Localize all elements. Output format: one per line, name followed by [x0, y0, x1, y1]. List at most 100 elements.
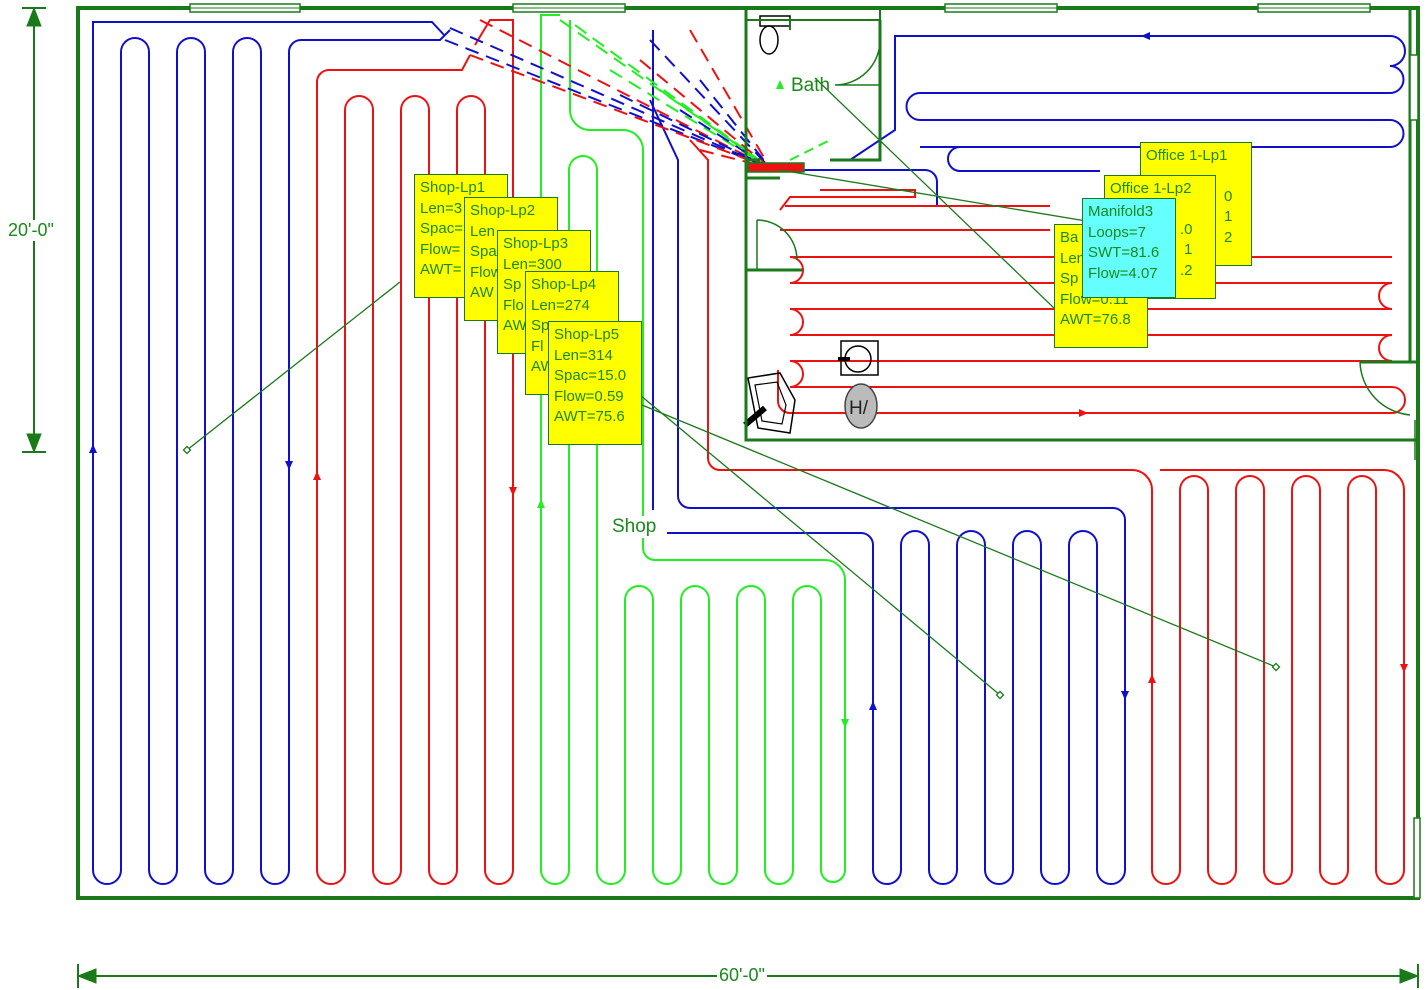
loop-path	[689, 139, 1153, 680]
window	[1409, 54, 1419, 121]
dimension-arrow	[76, 968, 97, 984]
tag-leader-line	[186, 281, 401, 451]
loop-path	[316, 54, 471, 470]
loop-blue-shop-east	[649, 30, 1126, 885]
loop-tag-line: Flo	[503, 296, 524, 314]
loop-tag-line: Flow	[470, 263, 502, 281]
walls	[76, 3, 1421, 900]
supply-line	[649, 39, 771, 169]
loop-tag-line: .0	[1180, 220, 1193, 238]
flow-arrow-left	[1141, 32, 1150, 40]
loop-path	[667, 532, 874, 700]
loop-tag-line: Shop-Lp2	[470, 202, 536, 219]
loop-tag-line: Len	[470, 222, 496, 240]
loop-path	[780, 205, 1050, 231]
flow-arrow-up	[313, 471, 321, 480]
loop-path	[316, 95, 514, 885]
loop-tag-line: AW	[503, 317, 527, 334]
loop-red-shop	[316, 19, 514, 885]
window	[1413, 817, 1421, 899]
supply-line	[789, 139, 831, 161]
loop-tag-line: Spa	[470, 243, 497, 260]
supply-line	[639, 59, 771, 169]
supply-line	[449, 27, 771, 169]
loop-path	[777, 370, 1085, 414]
loop-tag-line: Sp	[503, 276, 522, 293]
sink-inner	[754, 381, 787, 425]
loop-tag-line: .2	[1180, 261, 1193, 279]
manifold-bar	[747, 162, 805, 173]
supply-line	[689, 29, 771, 169]
loop-tag-line: Shop-Lp1	[420, 179, 486, 196]
fixtures	[743, 15, 879, 434]
flow-arrow-down	[285, 461, 293, 470]
flow-arrow-right	[1079, 409, 1088, 417]
loop-tag-line: Shop-Lp5	[554, 326, 620, 343]
flow-arrow-up	[537, 499, 545, 508]
loop-tag-shop-lp5[interactable]: Shop-Lp5 Len=314 Spac=15.0 Flow=0.59 AWT…	[548, 321, 642, 445]
loop-path	[849, 35, 1150, 161]
tag-leaders	[182, 77, 1281, 700]
loop-tag-line: Len=300	[503, 255, 562, 273]
tag-leader-line	[814, 77, 1083, 336]
dimension-arrow	[1399, 968, 1420, 984]
loop-tag-line: AWT=76.8	[1060, 311, 1131, 328]
tag-leader-end	[995, 690, 1005, 700]
door-swing	[1359, 361, 1416, 460]
loop-tag-line: 1	[1224, 208, 1233, 225]
supply-line	[444, 39, 771, 169]
loop-tag-line: Sp	[531, 317, 550, 334]
loop-tag-line: AWT=75.6	[554, 408, 625, 425]
furnace-pipe	[838, 357, 850, 361]
toilet-bowl	[759, 25, 779, 55]
loop-tag-line: Ba	[1060, 229, 1079, 246]
tag-leader-end	[182, 445, 192, 455]
dimension-arrow	[26, 433, 42, 454]
exterior-wall	[76, 6, 1420, 900]
dimension-arrow	[26, 6, 42, 27]
loop-red-shop-east	[689, 139, 1405, 885]
water-heater	[844, 383, 878, 429]
supply-line	[479, 19, 771, 169]
loop-path	[649, 99, 1126, 885]
loop-tag-line: Len=314	[554, 346, 613, 364]
loop-tag-line: Len=274	[531, 296, 590, 314]
loop-path	[905, 35, 1406, 172]
loop-path	[800, 169, 938, 205]
sink-outer	[747, 372, 796, 434]
manifold-tag[interactable]: Manifold3 Loops=7 SWT=81.6 Flow=4.07	[1082, 198, 1176, 298]
loop-tag-line: Spac=15.0	[554, 367, 627, 384]
loop-tag-line: Shop-Lp3	[503, 235, 569, 252]
flow-arrow-down	[1121, 691, 1129, 700]
interior-wall	[746, 176, 802, 272]
manifold-leaders	[444, 19, 880, 173]
tag-leader-line	[639, 394, 1001, 696]
supply-line	[699, 79, 771, 169]
flow-arrow-down	[509, 487, 517, 496]
flow-arrow-down	[1400, 664, 1408, 673]
loop-blue-shop-west	[92, 21, 451, 885]
interior-wall	[744, 8, 1418, 442]
supply-line	[659, 89, 771, 169]
loop-path	[92, 21, 446, 450]
loop-tag-line: 2	[1224, 228, 1233, 246]
water-heater-label: H/	[849, 398, 868, 419]
loop-tag-line: Len	[1060, 249, 1086, 267]
dimension-height-label: 20'-0"	[6, 220, 56, 241]
loop-tag-line: Spac=	[420, 220, 463, 237]
loop-green-shop	[540, 14, 846, 885]
loop-tag-line: AWT=	[420, 261, 462, 278]
tag-leader-line	[779, 169, 1141, 231]
supply-line	[469, 54, 771, 169]
tag-leader-end	[1271, 662, 1281, 672]
sink-faucet	[743, 405, 767, 428]
loop-tag-line: Shop-Lp4	[531, 276, 597, 293]
loop-tag-line: Flow=0.59	[554, 387, 624, 405]
flow-arrow-up	[1148, 674, 1156, 683]
flow-arrows	[89, 32, 1408, 728]
manifold-tag-line: Manifold3	[1088, 203, 1154, 220]
loop-tag-line: Sp	[1060, 270, 1079, 287]
loop-tag-line: Office 1-Lp1	[1146, 147, 1228, 164]
loop-path	[779, 189, 916, 211]
room-label-bath: Bath	[791, 75, 831, 96]
